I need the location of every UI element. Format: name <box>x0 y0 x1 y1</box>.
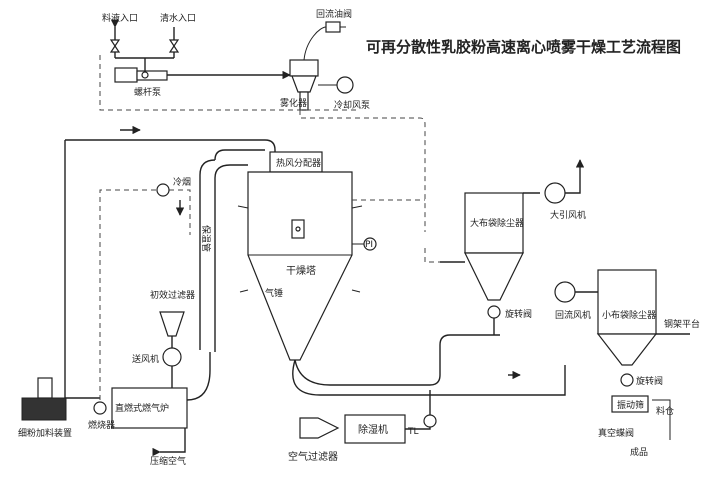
smoke-label: 冷烟 <box>173 176 191 188</box>
rotary-valve2-label: 旋转阀 <box>636 375 663 387</box>
cooling-fan-label: 冷却风泵 <box>334 99 370 111</box>
atomizer-body <box>291 75 317 93</box>
air-hammer-label: 气锤 <box>265 287 283 299</box>
fine-feed-device: 细粉加料装置 <box>18 377 72 439</box>
vibrating-screen <box>611 395 649 413</box>
screw-pump-motor <box>114 67 138 83</box>
small-bag-filter-label: 小布袋除尘器 <box>602 309 656 321</box>
diagram-title: 可再分散性乳胶粉高速离心喷雾干燥工艺流程图 <box>366 38 681 56</box>
furnace-label: 直燃式燃气炉 <box>115 402 169 414</box>
insulation-label: 保温管 <box>200 225 212 252</box>
hot-air-distributor-label: 热风分配器 <box>276 157 321 169</box>
atomizer-motor <box>289 59 319 77</box>
return-fan-icon <box>554 281 576 303</box>
rotary-valve2-icon <box>620 373 634 387</box>
furnace-section: 初效过滤器 送风机 直燃式燃气炉 燃烧器 压缩空气 <box>88 289 211 467</box>
feed-inlet-label: 料液入口 <box>102 12 138 24</box>
compressed-air-label: 压缩空气 <box>150 455 186 467</box>
rotary-valve-label: 旋转阀 <box>505 308 532 320</box>
oil-return-label: 回流油阀 <box>316 8 352 20</box>
cooling-fan-icon <box>336 76 354 94</box>
dehumidifier-section: 空气过滤器 除湿机 TL <box>288 390 437 463</box>
feed-section: 料液入口 清水入口 螺杆泵 雾化器 回流油阀 冷却风泵 <box>99 8 370 111</box>
pi-gauge <box>363 237 377 251</box>
air-filter-icon <box>299 417 340 439</box>
ti-gauge-icon <box>423 414 437 428</box>
bag-filter-unit: 大布袋除尘器 旋转阀 大引风机 <box>440 159 586 335</box>
pi-label: PI <box>365 240 373 250</box>
furnace-body <box>111 387 188 429</box>
fine-feed-label: 细粉加料装置 <box>18 427 72 439</box>
feed-valve-icon <box>109 39 121 53</box>
drying-tower-label: 干燥塔 <box>286 264 316 277</box>
water-inlet-label: 清水入口 <box>160 12 196 24</box>
supply-fan-icon <box>162 347 182 367</box>
primary-filter-label: 初效过滤器 <box>150 289 195 301</box>
ti-label: TL <box>407 427 419 437</box>
supply-fan-label: 送风机 <box>132 353 159 365</box>
primary-filter-icon <box>159 311 185 337</box>
return-fan-label: 回流风机 <box>555 309 591 321</box>
induced-fan-icon <box>544 182 566 204</box>
induced-fan-label: 大引风机 <box>550 209 586 221</box>
small-bag-filter-body <box>597 269 657 335</box>
oil-return-valve-icon <box>325 21 341 33</box>
drying-tower: 热风分配器 干燥塔 气锤 PI 保温管 <box>199 149 566 396</box>
burner-icon <box>93 401 107 415</box>
vacuum-valve-label: 真空蝶阀 <box>598 427 634 439</box>
screw-pump-label: 螺杆泵 <box>134 86 161 98</box>
dehumidifier-label: 除湿机 <box>358 423 388 436</box>
atomizer-label: 雾化器 <box>280 97 307 109</box>
finished-product-label: 成品 <box>630 446 648 458</box>
small-filter-unit: 回流风机 小布袋除尘器 钢架平台 旋转阀 振动筛 料仓 真空蝶阀 成品 <box>554 269 700 458</box>
air-filter-label: 空气过滤器 <box>288 450 338 463</box>
dehumidifier-body <box>344 414 406 444</box>
vibrating-screen-label: 振动筛 <box>617 399 644 411</box>
burner-label: 燃烧器 <box>88 419 115 431</box>
rotary-valve-icon <box>487 305 501 319</box>
hopper-label: 料仓 <box>656 405 674 417</box>
water-valve-icon <box>168 39 180 53</box>
fine-feed-machine <box>21 397 67 421</box>
bag-filter-label: 大布袋除尘器 <box>470 217 524 229</box>
smoke-gauge-icon <box>156 183 170 197</box>
steel-platform-label: 钢架平台 <box>664 318 700 330</box>
return-pipe-left <box>64 140 100 399</box>
